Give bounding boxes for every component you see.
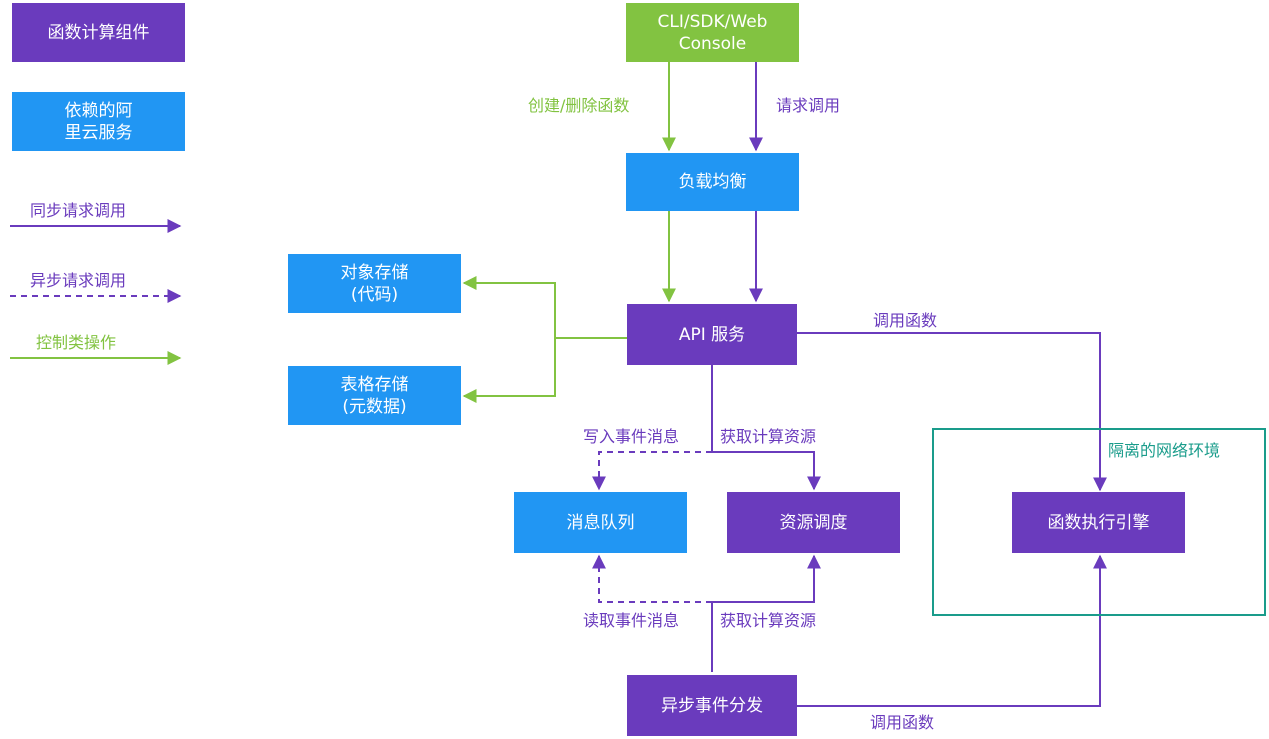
arrow-dispatch-scheduler — [711, 554, 821, 672]
edge-label-get-resource-async: 获取计算资源 — [720, 611, 817, 630]
arrow-dispatch-engine — [797, 554, 1107, 707]
isolated-network-region — [932, 428, 1266, 616]
edge-label-request-invoke: 请求调用 — [776, 96, 841, 115]
arrow-api-engine — [797, 332, 1107, 492]
edge-label-write-event: 写入事件消息 — [583, 427, 680, 446]
resource-scheduler-node: 资源调度 — [727, 492, 900, 553]
api-service-node: API 服务 — [627, 304, 797, 365]
message-queue-node: 消息队列 — [514, 492, 687, 553]
legend-async-label: 异步请求调用 — [30, 271, 127, 290]
isolated-network-label: 隔离的网络环境 — [1108, 441, 1221, 460]
legend-component-box: 函数计算组件 — [12, 3, 185, 62]
edge-label-create-delete: 创建/删除函数 — [528, 96, 630, 115]
edge-label-get-resource-api: 获取计算资源 — [720, 427, 817, 446]
table-storage-node: 表格存储 (元数据) — [288, 366, 461, 425]
legend-dependency-box: 依赖的阿 里云服务 — [12, 92, 185, 151]
edge-label-read-event: 读取事件消息 — [583, 611, 680, 630]
legend-sync-label: 同步请求调用 — [30, 201, 127, 220]
async-dispatch-node: 异步事件分发 — [627, 675, 797, 736]
client-node: CLI/SDK/Web Console — [626, 3, 799, 62]
object-storage-node: 对象存储 (代码) — [288, 254, 461, 313]
arrow-api-scheduler — [711, 365, 821, 491]
legend-control-label: 控制类操作 — [36, 333, 117, 352]
edge-label-invoke-fn-api: 调用函数 — [873, 311, 938, 330]
arrow-api-ots — [462, 338, 556, 403]
arrow-api-mq — [592, 451, 712, 491]
load-balancer-node: 负载均衡 — [626, 153, 799, 211]
arrow-api-oss — [462, 276, 627, 339]
arrow-dispatch-mq — [592, 554, 712, 603]
function-engine-node: 函数执行引擎 — [1012, 492, 1185, 553]
edge-label-invoke-fn-async: 调用函数 — [870, 713, 935, 732]
